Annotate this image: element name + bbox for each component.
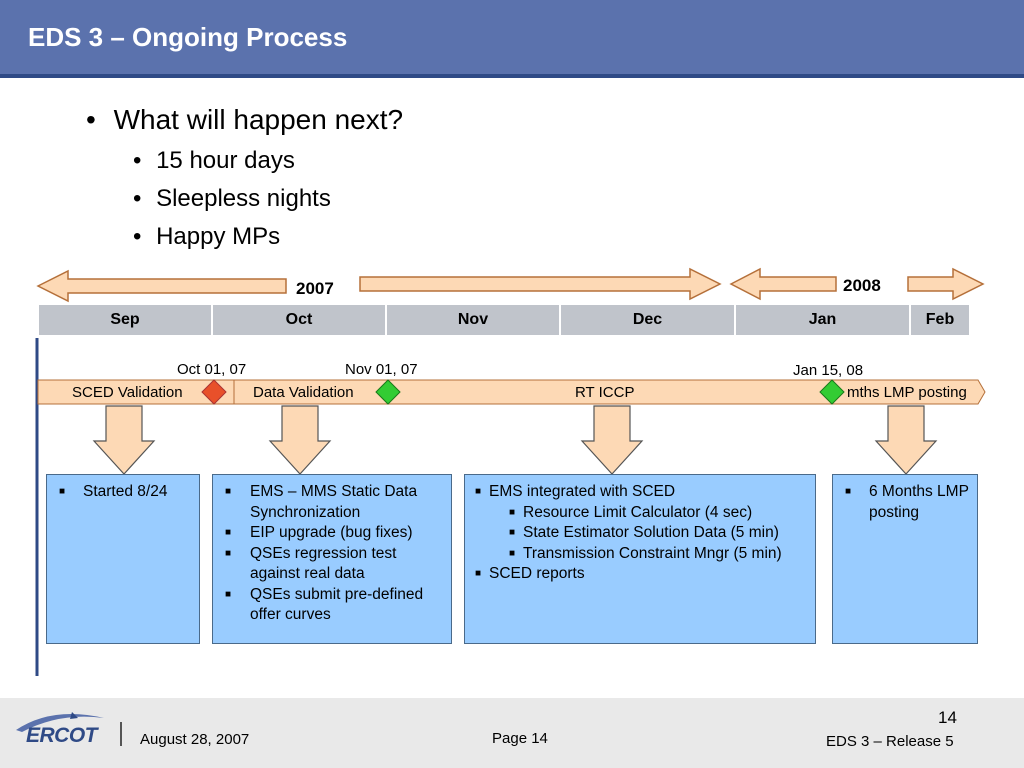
square-bullet-icon: ■ xyxy=(225,527,232,538)
pointer-arrow xyxy=(92,405,156,475)
footer-page: Page 14 xyxy=(492,730,548,747)
list-item-text: QSEs submit pre-defined offer curves xyxy=(250,585,424,624)
sub-bullet: • Happy MPs xyxy=(133,223,280,251)
footer-divider xyxy=(120,722,122,746)
year-2008-left-arrow xyxy=(729,267,837,301)
list-item: ■ QSEs submit pre-defined offer curves xyxy=(225,585,445,626)
year-2007-right-arrow xyxy=(359,267,722,301)
phase-label: RT ICCP xyxy=(575,384,635,401)
footer-date: August 28, 2007 xyxy=(140,731,250,748)
year-label-2007: 2007 xyxy=(296,279,334,298)
timeline-diagram xyxy=(35,267,986,676)
phase-label: SCED Validation xyxy=(72,384,183,401)
footer-release: EDS 3 – Release 5 xyxy=(826,733,954,750)
title-bar xyxy=(0,0,1024,76)
square-bullet-icon: ■ xyxy=(475,568,482,579)
list-item-text: Started 8/24 xyxy=(83,483,168,500)
title-bar-underline xyxy=(0,74,1024,78)
sub-bullet-text: Sleepless nights xyxy=(156,185,331,212)
list-item-text: Resource Limit Calculator (4 sec) xyxy=(523,503,753,521)
square-bullet-icon: ■ xyxy=(59,486,66,497)
square-bullet-icon: ■ xyxy=(509,506,516,518)
info-box-jan: ■ 6 Months LMP posting xyxy=(832,474,978,644)
info-box-sep: ■ Started 8/24 xyxy=(46,474,200,644)
pointer-arrow xyxy=(580,405,644,475)
list-item-text: SCED reports xyxy=(489,565,585,582)
list-item: ■ Transmission Constraint Mngr (5 min) xyxy=(475,544,809,565)
pointer-arrow xyxy=(874,405,938,475)
bullet-dot: • xyxy=(86,104,96,135)
slide-title: EDS 3 – Ongoing Process xyxy=(28,22,348,52)
milestone-diamond-green xyxy=(375,379,401,405)
main-bullet: • What will happen next? xyxy=(86,104,403,136)
sub-bullet-text: 15 hour days xyxy=(156,147,295,174)
main-bullet-text: What will happen next? xyxy=(113,104,404,135)
month-jan: Jan xyxy=(735,304,910,336)
bullet-dot: • xyxy=(133,223,142,250)
list-item-text: 6 Months LMP posting xyxy=(869,483,969,521)
ercot-logo-swoosh-icon xyxy=(16,712,104,732)
list-item-text: EMS – MMS Static Data Synchronization xyxy=(250,483,418,521)
list-item-text: EIP upgrade (bug fixes) xyxy=(250,524,413,541)
list-item-text: EMS integrated with SCED xyxy=(489,483,676,500)
phase-label: Data Validation xyxy=(253,384,354,401)
info-box-nov-dec: ■ EMS integrated with SCED ■ Resource Limi… xyxy=(464,474,816,644)
square-bullet-icon: ■ xyxy=(509,527,516,538)
year-label-2008: 2008 xyxy=(843,276,881,295)
milestone-date: Jan 15, 08 xyxy=(793,362,864,379)
square-bullet-icon: ■ xyxy=(225,486,232,497)
list-item-text: State Estimator Solution Data (5 min) xyxy=(523,524,779,541)
ercot-logo: ERCOT xyxy=(26,724,98,747)
list-item: ■ 6 Months LMP posting xyxy=(845,482,971,523)
list-item: ■ QSEs regression test against real data xyxy=(225,544,445,585)
square-bullet-icon: ■ xyxy=(509,547,516,559)
milestone-date: Nov 01, 07 xyxy=(345,361,418,378)
milestone-diamond-green xyxy=(819,379,845,405)
square-bullet-icon: ■ xyxy=(475,486,482,497)
month-feb: Feb xyxy=(910,304,970,336)
year-2008-right-arrow xyxy=(907,267,985,301)
list-item: ■ SCED reports xyxy=(475,564,809,585)
list-item: ■ State Estimator Solution Data (5 min) xyxy=(475,523,809,544)
sub-bullet: • 15 hour days xyxy=(133,147,295,175)
phase-bar xyxy=(37,379,986,405)
sub-bullet: • Sleepless nights xyxy=(133,185,331,213)
phase-label: mths LMP posting xyxy=(847,384,967,401)
month-sep: Sep xyxy=(38,304,212,336)
list-item: ■ Resource Limit Calculator (4 sec) xyxy=(475,503,809,524)
month-oct: Oct xyxy=(212,304,386,336)
milestone-date: Oct 01, 07 xyxy=(177,361,247,378)
square-bullet-icon: ■ xyxy=(225,588,232,600)
list-item-text: QSEs regression test against real data xyxy=(250,544,397,583)
list-item-text: Transmission Constraint Mngr (5 min) xyxy=(523,544,782,562)
month-nov: Nov xyxy=(386,304,560,336)
list-item: ■ EMS – MMS Static Data Synchronization xyxy=(225,482,445,523)
list-item: ■ EIP upgrade (bug fixes) xyxy=(225,523,445,544)
bullet-dot: • xyxy=(133,185,142,212)
year-2007-left-arrow xyxy=(36,269,287,303)
milestone-diamond-red xyxy=(201,379,227,405)
list-item: ■ EMS integrated with SCED xyxy=(475,482,809,503)
footer xyxy=(0,698,1024,768)
info-box-oct: ■ EMS – MMS Static Data Synchronization ■… xyxy=(212,474,452,644)
bullet-dot: • xyxy=(133,147,142,174)
slide-number: 14 xyxy=(938,708,957,727)
pointer-arrow xyxy=(268,405,332,475)
sub-bullet-text: Happy MPs xyxy=(156,223,281,250)
month-dec: Dec xyxy=(560,304,735,336)
square-bullet-icon: ■ xyxy=(225,547,232,559)
list-item: ■ Started 8/24 xyxy=(59,482,193,503)
square-bullet-icon: ■ xyxy=(845,486,852,497)
